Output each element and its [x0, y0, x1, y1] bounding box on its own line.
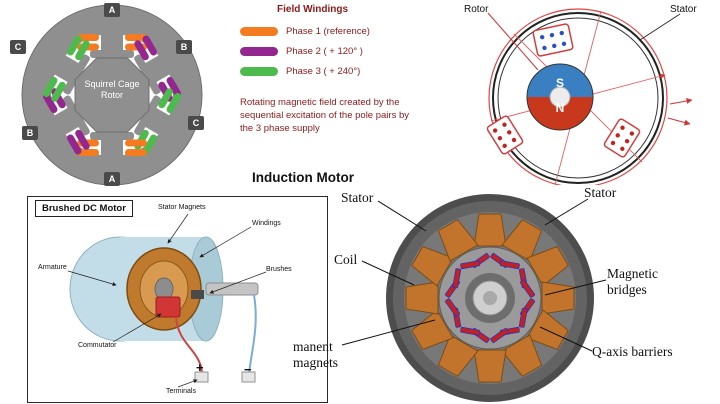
ipm-stator-right-label: Stator: [584, 185, 617, 200]
squirrel-cage-rotor-core: [74, 57, 150, 133]
phase3-color-swatch: [240, 67, 278, 76]
label-arrows: [67, 213, 267, 388]
flux-arrow: [669, 98, 693, 105]
brushed-dc-motor-title: Brushed DC Motor: [35, 200, 133, 217]
armature-label: Armature: [38, 264, 67, 271]
terminal: [194, 371, 209, 383]
stator-coil-lower-left: [486, 115, 524, 155]
stator-coil-lower-right: [603, 118, 641, 158]
brush: [191, 290, 204, 299]
terminals-label: Terminals: [166, 388, 196, 395]
induction-stator-figure: [21, 4, 203, 186]
permanent-magnets: [444, 252, 536, 344]
induction-motor-title: Induction Motor: [252, 170, 354, 185]
field-windings-title: Field Windings: [277, 4, 349, 15]
phase2-color-swatch: [240, 47, 278, 56]
rotor-magnet: [526, 63, 594, 131]
label-leader-lines: [341, 198, 607, 352]
pole-label-bottom: A: [104, 172, 120, 186]
rotor-label: Rotor: [464, 4, 489, 15]
commutator: [155, 296, 181, 318]
legend-row-phase2: Phase 2 ( + 120° ): [240, 46, 363, 57]
stator-magnets-label: Stator Magnets: [158, 204, 206, 211]
stator-coil-top: [532, 23, 574, 57]
north-pole-letter: N: [555, 101, 565, 115]
commutator-label: Commutator: [78, 342, 117, 349]
negative-terminal-sign: −: [244, 362, 252, 377]
phase1-color-swatch: [240, 27, 278, 36]
dc-motor-figure: [67, 213, 267, 388]
phase3-label: Phase 3 ( + 240°): [286, 66, 361, 77]
windings-label: Windings: [252, 220, 281, 227]
phase2-label: Phase 2 ( + 120° ): [286, 46, 363, 57]
squirrel-cage-rotor-label: Squirrel Cage Rotor: [84, 79, 140, 100]
dc-motor-panel: [27, 196, 328, 403]
pole-label-upper-right: B: [176, 40, 192, 54]
positive-wire: [175, 316, 203, 374]
permanent-magnets-label: manent magnets: [293, 339, 338, 370]
legend-row-phase3: Phase 3 ( + 240°): [240, 66, 360, 77]
q-axis-barriers-label: Q-axis barriers: [592, 344, 673, 359]
pole-label-upper-left: C: [10, 40, 26, 54]
south-pole-letter: S: [555, 76, 564, 90]
stator-poles: [42, 28, 182, 162]
rotating-field-description: Rotating magnetic field created by the s…: [240, 97, 409, 134]
stator-coils: [405, 213, 575, 383]
shaft: [205, 282, 259, 296]
flux-arrow: [667, 117, 691, 126]
stator-label: Stator: [670, 4, 697, 15]
pole-label-top: A: [104, 3, 120, 17]
negative-wire: [248, 294, 257, 374]
ipm-coil-label: Coil: [334, 252, 358, 267]
phase1-label: Phase 1 (reference): [286, 26, 370, 37]
pole-label-lower-left: B: [22, 126, 38, 140]
terminal: [241, 371, 256, 383]
pole-label-lower-right: C: [188, 116, 204, 130]
legend-row-phase1: Phase 1 (reference): [240, 26, 370, 37]
positive-terminal-sign: +: [196, 360, 204, 375]
rotor-stator-field-figure: [486, 8, 693, 188]
ipm-motor-figure: [330, 185, 720, 404]
ipm-stator-left-label: Stator: [341, 190, 374, 205]
rotor-leader-line: [487, 12, 539, 71]
magnetic-bridges-label: Magnetic bridges: [607, 266, 658, 297]
brushes-label: Brushes: [266, 266, 292, 273]
stator-leader-line: [639, 13, 681, 41]
